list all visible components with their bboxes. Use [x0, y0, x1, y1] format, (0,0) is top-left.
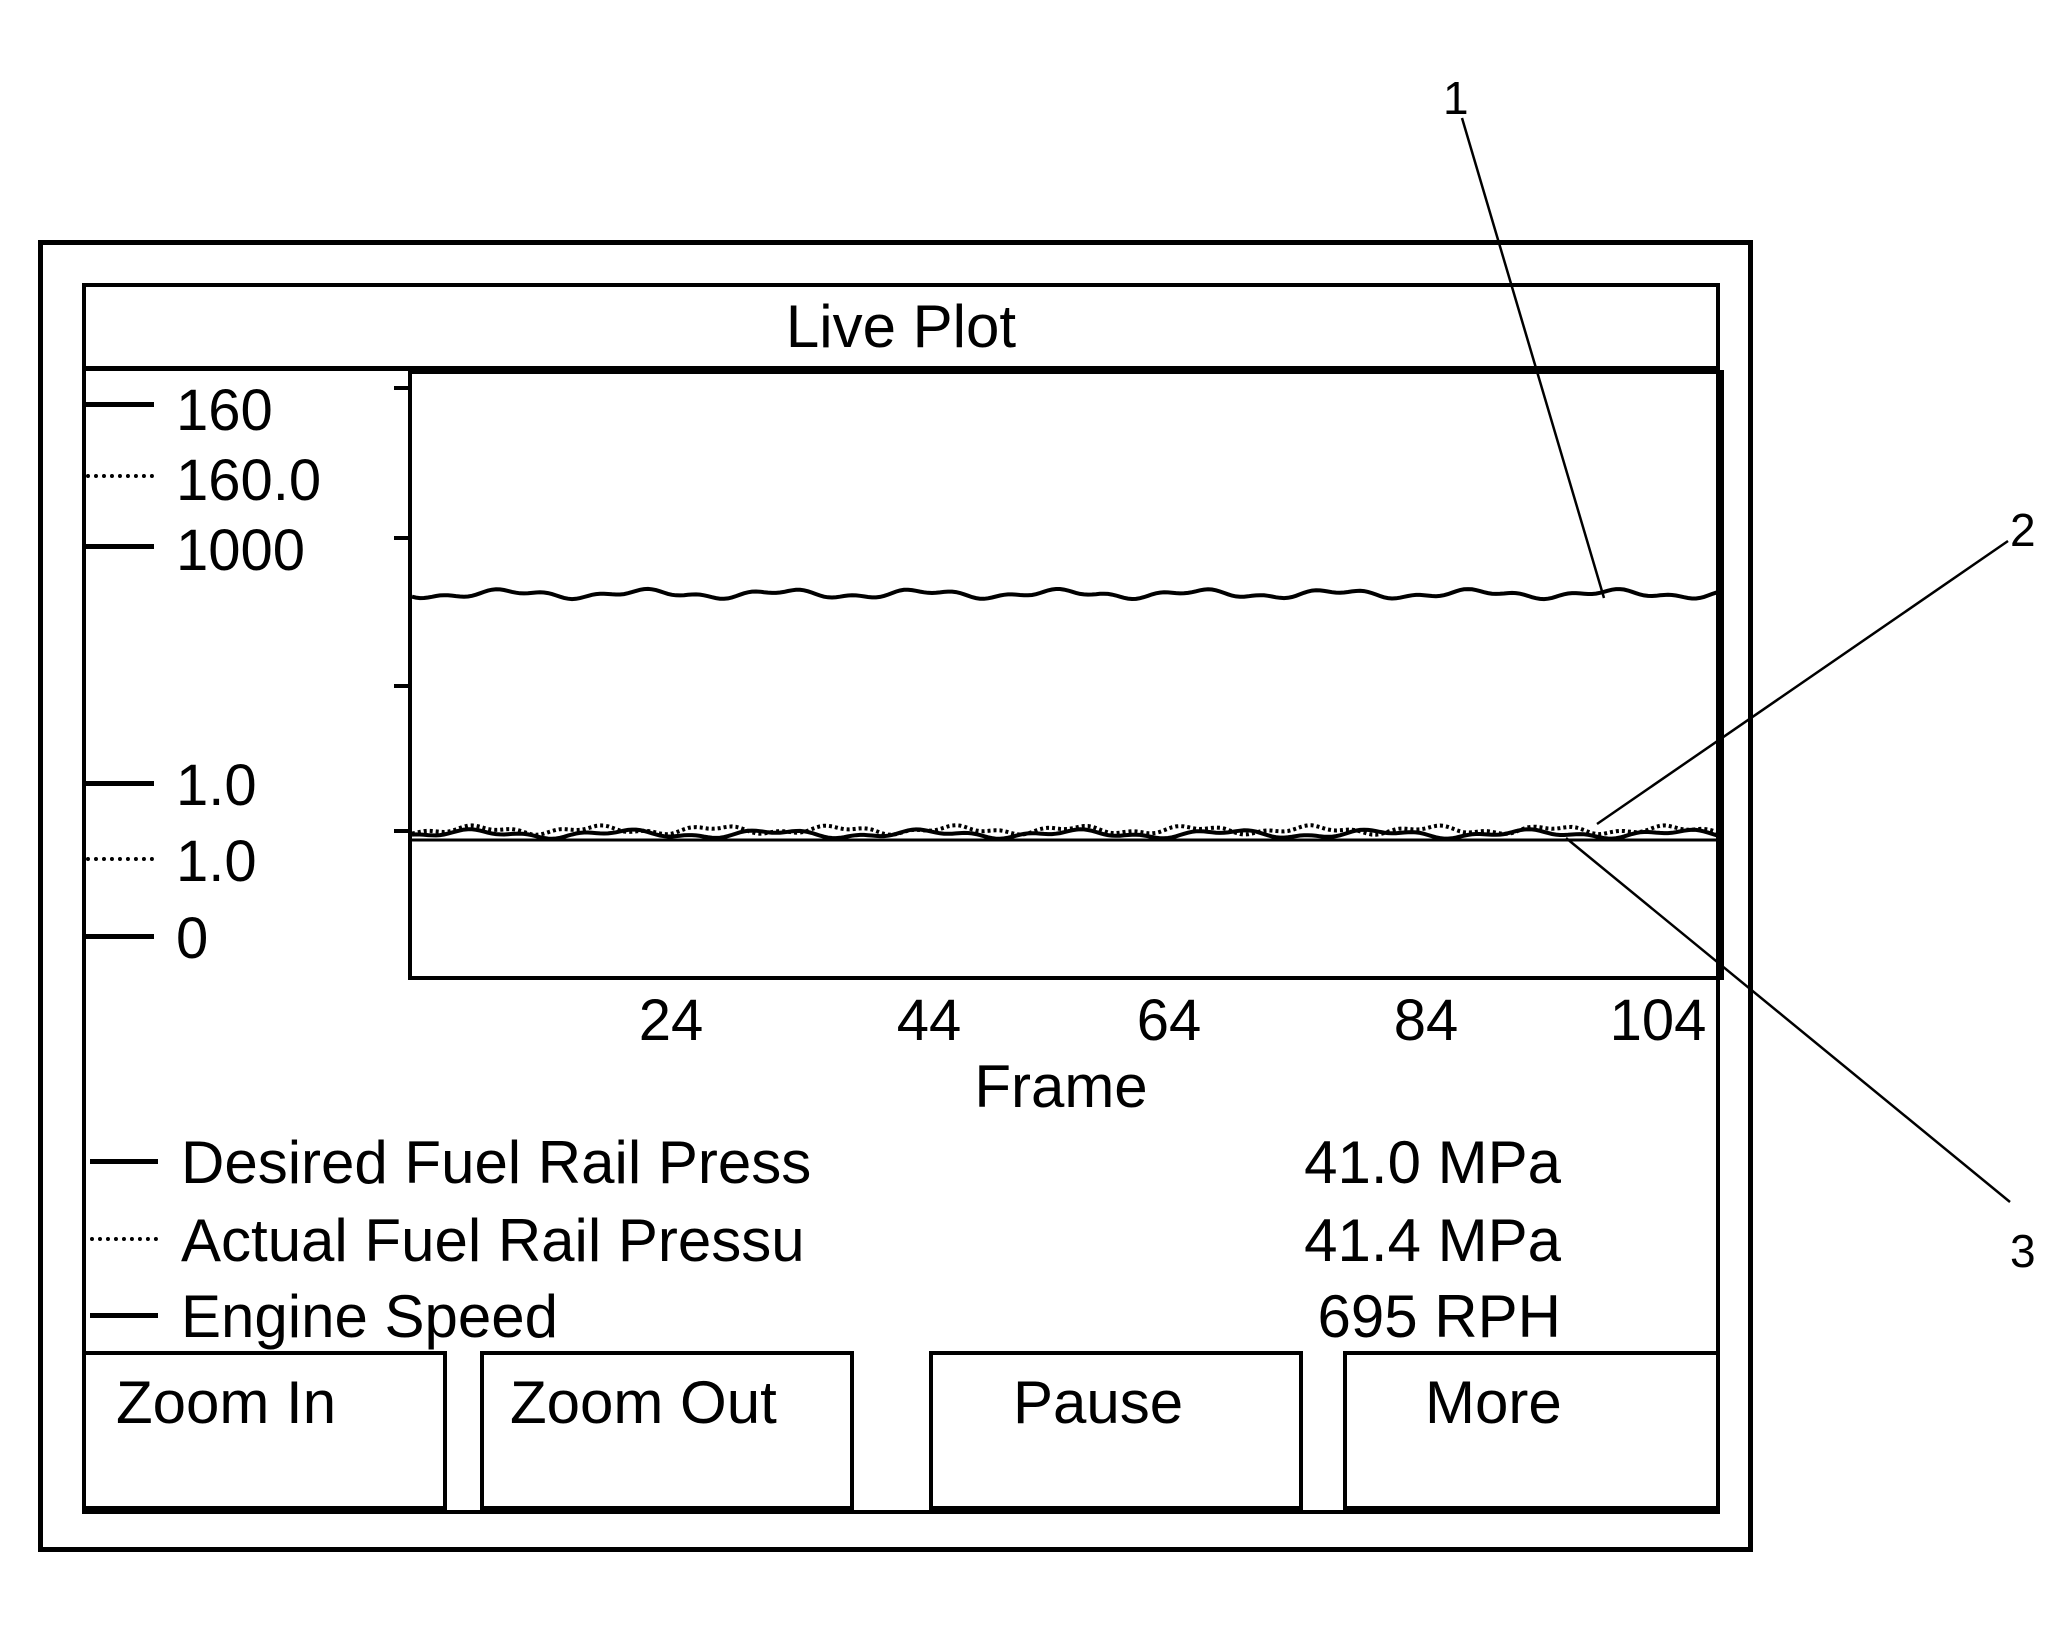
- legend-swatch-solid: [90, 1159, 158, 1164]
- chart-traces: [411, 586, 1721, 842]
- x-tick-label: 24: [638, 988, 704, 1053]
- y-key-label-6: 0: [176, 906, 209, 971]
- y-key-swatch-5: [86, 857, 154, 861]
- legend-name: Actual Fuel Rail Pressu: [181, 1207, 805, 1274]
- y-key-swatch-2: [86, 474, 154, 478]
- callout-2-leader: [1596, 539, 2009, 826]
- pause-label: Pause: [1013, 1369, 1184, 1436]
- legend-swatch-dotted: [90, 1237, 158, 1241]
- callout-1-leader: [1460, 117, 1606, 599]
- callout-number-1: 1: [1443, 72, 1469, 124]
- y-key-label-3: 1000: [176, 518, 306, 583]
- zoom-out-button[interactable]: Zoom Out: [480, 1351, 854, 1510]
- legend-name: Engine Speed: [181, 1283, 558, 1350]
- x-tick-label: 104: [1609, 988, 1707, 1053]
- device-frame: [38, 240, 1753, 1552]
- desired-fuel-rail-trace: [411, 827, 1721, 841]
- callout-number-3: 3: [2010, 1225, 2036, 1277]
- more-label: More: [1425, 1369, 1562, 1436]
- legend-row: Actual Fuel Rail Pressu 41.4 MPa: [86, 1205, 1716, 1275]
- legend-row: Desired Fuel Rail Press 41.0 MPa: [86, 1127, 1716, 1197]
- zoom-out-label: Zoom Out: [510, 1369, 777, 1436]
- y-key-swatch-3: [86, 544, 154, 549]
- x-axis-label: Frame: [974, 1053, 1148, 1120]
- legend-name: Desired Fuel Rail Press: [181, 1129, 812, 1196]
- y-key-label-4: 1.0: [176, 753, 257, 818]
- y-key-swatch-1: [86, 402, 154, 407]
- y-key-label-5: 1.0: [176, 829, 257, 894]
- callout-leaders: [1460, 117, 2011, 1203]
- engine-speed-trace: [411, 586, 1721, 602]
- callout-3-leader: [1565, 837, 2011, 1203]
- callout-number-2: 2: [2010, 504, 2036, 556]
- y-key-label-2: 160.0: [176, 448, 322, 513]
- zoom-in-button[interactable]: Zoom In: [82, 1351, 447, 1510]
- screen-title-text: Live Plot: [785, 293, 1017, 360]
- y-key-label-1: 160: [176, 378, 273, 443]
- x-tick-label: 84: [1393, 988, 1459, 1053]
- legend-value: 41.4 MPa: [1304, 1207, 1561, 1274]
- y-key-swatch-4: [86, 781, 154, 786]
- legend-value: 41.0 MPa: [1304, 1129, 1561, 1196]
- live-plot-screen: Live Plot 160 160.0 1000 1.0 1.0 0 24 44…: [82, 283, 1720, 1514]
- x-tick-label: 64: [1136, 988, 1202, 1053]
- y-key-swatch-6: [86, 934, 154, 939]
- plot-frame: [408, 370, 1724, 980]
- more-button[interactable]: More: [1343, 1351, 1720, 1510]
- legend-value: 695 RPH: [1317, 1283, 1561, 1350]
- screen-title: Live Plot: [86, 287, 1716, 371]
- legend-row: Engine Speed 695 RPH: [86, 1281, 1716, 1351]
- zoom-in-label: Zoom In: [116, 1369, 337, 1436]
- plot-area: [394, 370, 1724, 980]
- pause-button[interactable]: Pause: [929, 1351, 1303, 1510]
- legend-swatch-solid: [90, 1313, 158, 1318]
- actual-fuel-rail-trace: [411, 823, 1721, 837]
- x-tick-label: 44: [896, 988, 962, 1053]
